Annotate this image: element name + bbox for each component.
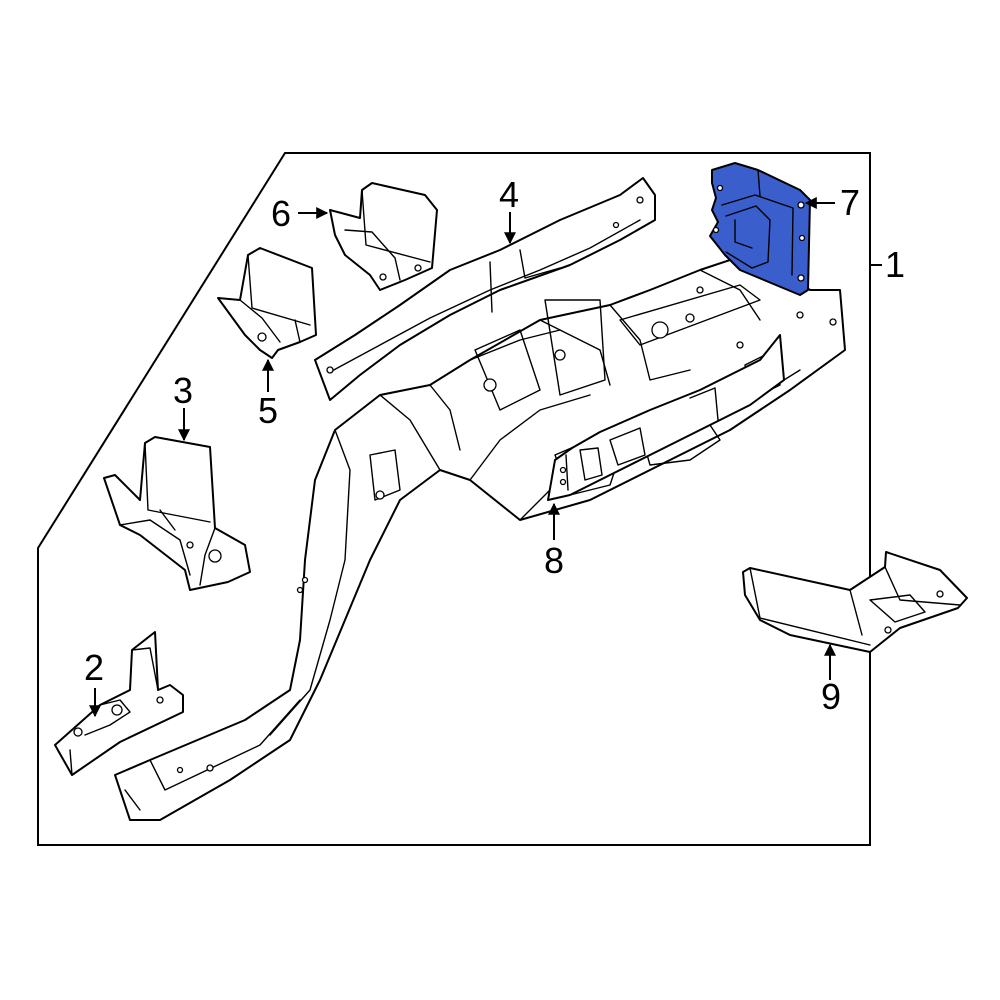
part-3-bracket[interactable] <box>103 436 251 591</box>
callout-6: 6 <box>271 193 291 234</box>
callout-9: 9 <box>821 676 841 717</box>
part-6-bracket[interactable] <box>329 182 438 291</box>
callout-2: 2 <box>84 647 104 688</box>
part-4-rail[interactable] <box>314 177 656 401</box>
part-5-bracket[interactable] <box>217 247 317 359</box>
part-8-panel[interactable] <box>547 334 785 501</box>
callout-5: 5 <box>258 390 278 431</box>
callout-1: 1 <box>885 244 905 285</box>
leader-lines <box>89 197 882 718</box>
part-2-bracket[interactable] <box>54 631 184 776</box>
part-7-bracket-highlighted[interactable] <box>709 162 811 296</box>
callout-3: 3 <box>173 370 193 411</box>
assembly-frame <box>37 152 871 846</box>
callout-7: 7 <box>840 182 860 223</box>
callout-4: 4 <box>499 174 519 215</box>
callout-8: 8 <box>544 540 564 581</box>
callout-labels: 1 2 3 4 5 6 7 8 9 <box>84 174 905 717</box>
part-9-bracket[interactable] <box>742 551 968 653</box>
